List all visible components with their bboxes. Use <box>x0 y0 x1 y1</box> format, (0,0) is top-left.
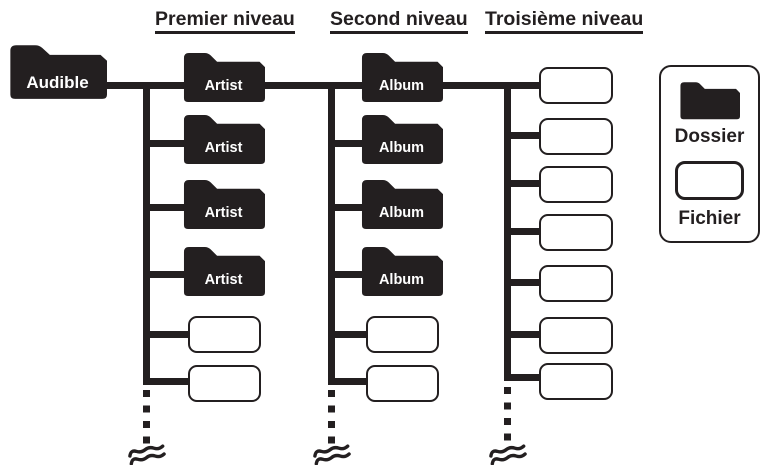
dashed-connector-level1 <box>143 390 150 445</box>
branch-connector <box>504 132 546 139</box>
level-2-header: Second niveau <box>330 9 468 34</box>
branch-connector <box>504 228 546 235</box>
tree-connector-main <box>100 82 541 89</box>
branch-connector <box>143 204 196 211</box>
level-1-header: Premier niveau <box>155 9 295 34</box>
album-folder-label: Album <box>378 205 425 221</box>
branch-connector <box>328 204 373 211</box>
branch-connector <box>504 374 546 381</box>
level3-file-box <box>539 265 613 302</box>
artist-folder-icon <box>183 52 265 103</box>
album-folder-icon <box>361 246 443 297</box>
level3-file-box <box>539 214 613 251</box>
branch-connector <box>504 331 546 338</box>
album-folder-icon <box>361 52 443 103</box>
branch-connector <box>328 140 373 147</box>
artist-folder-label: Artist <box>204 78 243 94</box>
legend-panel: Dossier Fichier <box>659 65 760 243</box>
level3-file-box <box>539 317 613 354</box>
legend-file-icon <box>675 161 744 200</box>
continuation-squiggle-icon <box>312 444 352 465</box>
root-folder-label: Audible <box>26 73 89 92</box>
continuation-squiggle-icon <box>127 444 167 465</box>
artist-folder-icon <box>183 114 265 165</box>
branch-connector <box>504 180 546 187</box>
artist-folder-label: Artist <box>204 272 243 288</box>
dashed-connector-level3 <box>504 387 511 443</box>
tree-connector-vertical-level1 <box>143 82 150 385</box>
branch-connector <box>143 140 196 147</box>
artist-folder-label: Artist <box>204 140 243 156</box>
artist-folder-icon <box>183 246 265 297</box>
album-folder-label: Album <box>378 140 425 156</box>
branch-connector <box>143 271 196 278</box>
dashed-connector-level2 <box>328 390 335 445</box>
album-folder-icon <box>361 114 443 165</box>
branch-connector <box>504 279 546 286</box>
tree-connector-vertical-level2 <box>328 82 335 385</box>
branch-connector <box>143 331 196 338</box>
branch-connector <box>328 331 373 338</box>
level2-file-box <box>366 316 439 353</box>
album-folder-label: Album <box>378 78 425 94</box>
legend-folder-label: Dossier <box>674 126 745 147</box>
branch-connector <box>328 271 373 278</box>
legend-folder-icon <box>680 82 740 120</box>
branch-connector <box>143 378 196 385</box>
artist-folder-label: Artist <box>204 205 243 221</box>
level3-file-box <box>539 166 613 203</box>
level3-file-box <box>539 363 613 400</box>
level-3-header: Troisième niveau <box>485 9 644 34</box>
album-folder-icon <box>361 179 443 230</box>
level2-file-box <box>366 365 439 402</box>
branch-connector <box>328 378 373 385</box>
level1-file-box <box>188 365 261 402</box>
artist-folder-icon <box>183 179 265 230</box>
continuation-squiggle-icon <box>488 444 528 465</box>
level3-file-box <box>539 118 613 155</box>
level1-file-box <box>188 316 261 353</box>
level3-file-box <box>539 67 613 104</box>
legend-file-label: Fichier <box>678 208 741 229</box>
album-folder-label: Album <box>378 272 425 288</box>
